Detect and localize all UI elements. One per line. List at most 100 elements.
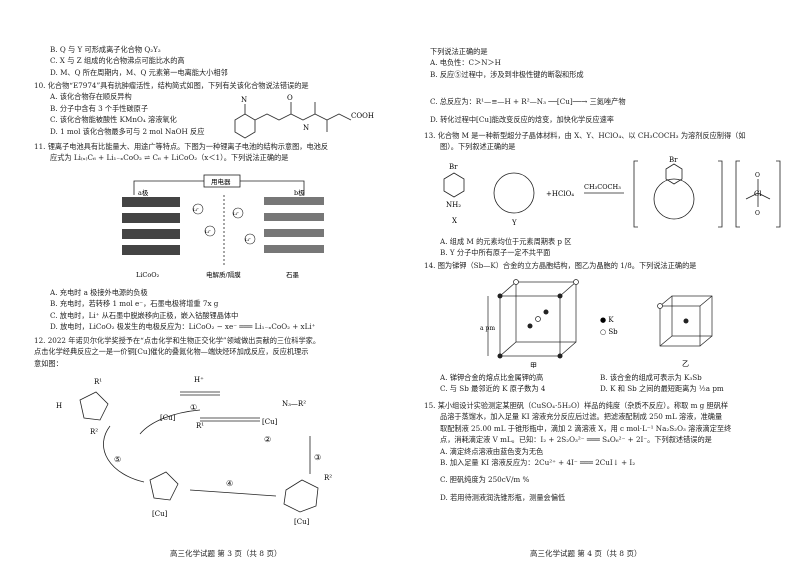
question-stem: 12. 2022 年诺贝尔化学奖授予在“点击化学和生物正交化学”领域做出贡献的三… — [34, 336, 321, 345]
question-stem: 11. 锂离子电池具有比能量大、用途广等特点。下图为一种锂离子电池的结构示意图，… — [34, 142, 329, 151]
option: B. 该合金的组成可表示为 K₃Sb — [600, 373, 702, 382]
step-4: ④ — [226, 479, 233, 488]
e7974-structure: COOH N N O — [225, 92, 395, 142]
step-1: ① — [190, 403, 197, 412]
h-plus-label: H⁺ — [194, 376, 204, 384]
r2-label: R² — [324, 474, 332, 482]
o-label: O — [755, 172, 760, 179]
question-stem: 品溶于蒸馏水，加入足量 KI 溶液充分反应后过滤。把滤液配制成 250 mL 溶… — [440, 412, 723, 422]
option: A. 该化合物存在顺反异构 — [50, 92, 132, 102]
li-ion-label: Li⁺ — [233, 211, 239, 216]
cu-label: [Cu] — [294, 518, 310, 526]
figure-yi-label: 乙 — [682, 360, 689, 368]
option: B. 充电时，若转移 1 mol e⁻，石墨电极将增重 7x g — [50, 299, 219, 309]
text-line: B. Q 与 Y 可形成离子化合物 Q₂Y₂ — [50, 45, 161, 54]
cu-label: [Cu] — [262, 418, 278, 426]
cu-label: [Cu] — [160, 414, 176, 422]
page-footer: 高三化学试题 第 3 页（共 8 页） — [170, 549, 282, 558]
q14-options: A. 锑钾合金的熔点比金属钾的高 C. 与 Sb 最邻近的 K 原子数为 4 — [440, 372, 545, 395]
option: A. 锑钾合金的熔点比金属钾的高 — [440, 373, 544, 382]
b-electrode-label: b极 — [294, 188, 305, 197]
device-label: 用电器 — [211, 177, 231, 186]
question-stem: 10. 化合物“E7974”具有抗肿瘤活性，结构简式如图，下列有关该化合物说法错… — [34, 81, 309, 90]
azide-label: N₃—R² — [282, 400, 306, 408]
r1-label: R¹ — [196, 422, 204, 430]
legend-sb: ○ Sb — [600, 328, 618, 336]
o-label: O — [287, 94, 293, 102]
left-page: B. Q 与 Y 可形成离子化合物 Q₂Y₂ C. X 与 Z 组成的化合物沸点… — [20, 0, 400, 561]
n-label: N — [303, 124, 309, 132]
q9-options: B. Q 与 Y 可形成离子化合物 Q₂Y₂ C. X 与 Z 组成的化合物沸点… — [50, 44, 228, 78]
step-5: ⑤ — [114, 455, 121, 464]
hclo4-label: +HClO₄ — [546, 190, 574, 198]
q14-options-right: B. 该合金的组成可表示为 K₃Sb D. K 和 Sb 之间的最短距离为 ½a… — [600, 372, 724, 395]
question-stem: 意如图： — [34, 358, 63, 368]
right-page: 下列说法正确的是 A. 电负性：C＞N＞H B. 反应⑤过程中，涉及到非极性键的… — [410, 0, 790, 561]
q12-options: 下列说法正确的是 A. 电负性：C＞N＞H B. 反应⑤过程中，涉及到非极性键的… — [430, 46, 626, 125]
question-stem: 取配制液 25.00 mL 于锥形瓶中，滴加 2 滴溶液 X，用 c mol·L… — [440, 423, 732, 433]
step-2: ② — [264, 435, 271, 444]
supramolecular-synthesis: Br NH₂ X Y +HClO₄ CH₃COCH₃ Br Cl O O — [424, 155, 794, 235]
option: A. 充电时 a 极接外电源的负极 — [50, 288, 148, 297]
h-label: H — [56, 402, 62, 410]
step-3: ③ — [314, 453, 321, 462]
question-14: 14. 图为锑钾（Sb—K）合金的立方晶胞结构，图乙为晶胞的 1/8。下列说法正… — [424, 260, 696, 271]
r2-label: R² — [90, 428, 98, 436]
question-stem: 点击化学经典反应之一是一价铜[Cu]催化的叠氮化物—端炔烃环加成反应，反应机理示 — [34, 347, 309, 357]
question-13: 13. 化合物 M 是一种新型超分子晶体材料，由 X、Y、HClO₄、以 CH₃… — [424, 130, 746, 153]
text-line: D. M、Q 所在周期内，M、Q 元素第一电离能大小相邻 — [50, 67, 228, 77]
li-ion-label: Li⁺ — [193, 207, 199, 212]
crystal-cell-diagram: a pm ● K ○ Sb 甲 乙 — [480, 276, 740, 368]
legend-k: ● K — [600, 316, 614, 324]
text-line: 下列说法正确的是 — [430, 47, 488, 56]
cu-label: [Cu] — [152, 510, 168, 518]
question-stem: 图）。下列叙述正确的是 — [440, 142, 516, 152]
solvent-label: CH₃COCH₃ — [584, 183, 621, 191]
a-electrode-label: a极 — [138, 188, 149, 197]
click-chemistry-cycle: R¹ H R² [Cu] H⁺ R¹ [Cu] N₃—R² R² [Cu] [C… — [50, 370, 390, 530]
x-label: X — [452, 217, 457, 225]
question-stem: 点，消耗滴定液 V mL。已知：I₂ + 2S₂O₃²⁻ ═══ S₄O₆²⁻ … — [440, 435, 712, 445]
option: D. 若用待测液润洗锥形瓶，测量会偏低 — [440, 492, 566, 502]
option: A. 滴定终点溶液由蓝色变为无色 — [440, 446, 544, 456]
q11-options: A. 充电时 a 极接外电源的负极 B. 充电时，若转移 1 mol e⁻，石墨… — [50, 287, 315, 333]
lattice-param-label: a pm — [480, 325, 495, 332]
q13-options: A. 组成 M 的元素均位于元素周期表 p 区 B. Y 分子中所有原子一定不共… — [440, 236, 572, 259]
question-stem: 应式为 Li₍ₓ₎C₆ + Li₁₋ₓCoO₂ ⇌ C₆ + LiCoO₂（x＜… — [50, 153, 289, 163]
option: C. 与 Sb 最邻近的 K 原子数为 4 — [440, 384, 546, 394]
y-label: Y — [511, 219, 517, 227]
r1-label: R¹ — [94, 378, 102, 386]
n-label: N — [241, 96, 247, 104]
o-label: O — [755, 210, 760, 217]
option: D. K 和 Sb 之间的最短距离为 ½a pm — [600, 384, 724, 394]
option: B. 分子中含有 3 个手性碳原子 — [50, 103, 149, 113]
option: B. Y 分子中所有原子一定不共平面 — [440, 248, 551, 258]
question-11: 11. 锂离子电池具有比能量大、用途广等特点。下图为一种锂离子电池的结构示意图，… — [34, 141, 328, 164]
option: D. 1 mol 该化合物最多可与 2 mol NaOH 反应 — [50, 126, 205, 136]
graphite-label: 石墨 — [286, 271, 300, 279]
question-15: 15. 某小组设计实验测定某胆矾（CuSO₄·5H₂O）样品的纯度（杂质不反应）… — [424, 400, 731, 503]
licoo2-label: LiCoO₂ — [136, 271, 160, 279]
option: D. 放电时，LiCoO₂ 极发生的电极反应为：LiCoO₂ − xe⁻ ═══… — [50, 322, 316, 332]
electrolyte-label: 电解质/隔膜 — [206, 270, 241, 279]
text-line: C. X 与 Z 组成的化合物沸点可能比水的高 — [50, 56, 185, 66]
option: B. 加入足量 KI 溶液反应为：2Cu²⁺ + 4I⁻ ═══ 2CuI↓ +… — [440, 458, 636, 468]
option: C. 该化合物能被酸性 KMnO₄ 溶液氧化 — [50, 115, 177, 125]
option: D. 转化过程中[Cu]能改变反应的焓变，加快化学反应速率 — [430, 114, 614, 124]
question-12: 12. 2022 年诺贝尔化学奖授予在“点击化学和生物正交化学”领域做出贡献的三… — [34, 335, 320, 369]
question-stem: 13. 化合物 M 是一种新型超分子晶体材料，由 X、Y、HClO₄、以 CH₃… — [424, 131, 746, 140]
br-label: Br — [449, 163, 458, 171]
option: C. 总反应为：R¹—≡—H + R²—N₃ ──[Cu]──→ 三氮唑产物 — [430, 97, 626, 107]
figure-jia-label: 甲 — [530, 362, 537, 368]
question-stem: 14. 图为锑钾（Sb—K）合金的立方晶胞结构，图乙为晶胞的 1/8。下列说法正… — [424, 261, 697, 270]
battery-diagram: 用电器 a极 b极 Li⁺ Li⁺ Li⁺ Li⁺ LiCoO₂ 电解质/隔膜 … — [114, 173, 334, 283]
li-ion-label: Li⁺ — [205, 229, 211, 234]
option: A. 电负性：C＞N＞H — [430, 58, 501, 68]
question-stem: 15. 某小组设计实验测定某胆矾（CuSO₄·5H₂O）样品的纯度（杂质不反应）… — [424, 401, 729, 410]
li-ion-label: Li⁺ — [245, 237, 251, 242]
question-10: 10. 化合物“E7974”具有抗肿瘤活性，结构简式如图，下列有关该化合物说法错… — [34, 80, 309, 137]
nh2-label: NH₂ — [446, 201, 461, 209]
page-footer: 高三化学试题 第 4 页（共 8 页） — [530, 549, 642, 558]
br-label: Br — [669, 156, 678, 164]
cl-label: Cl — [754, 190, 762, 198]
